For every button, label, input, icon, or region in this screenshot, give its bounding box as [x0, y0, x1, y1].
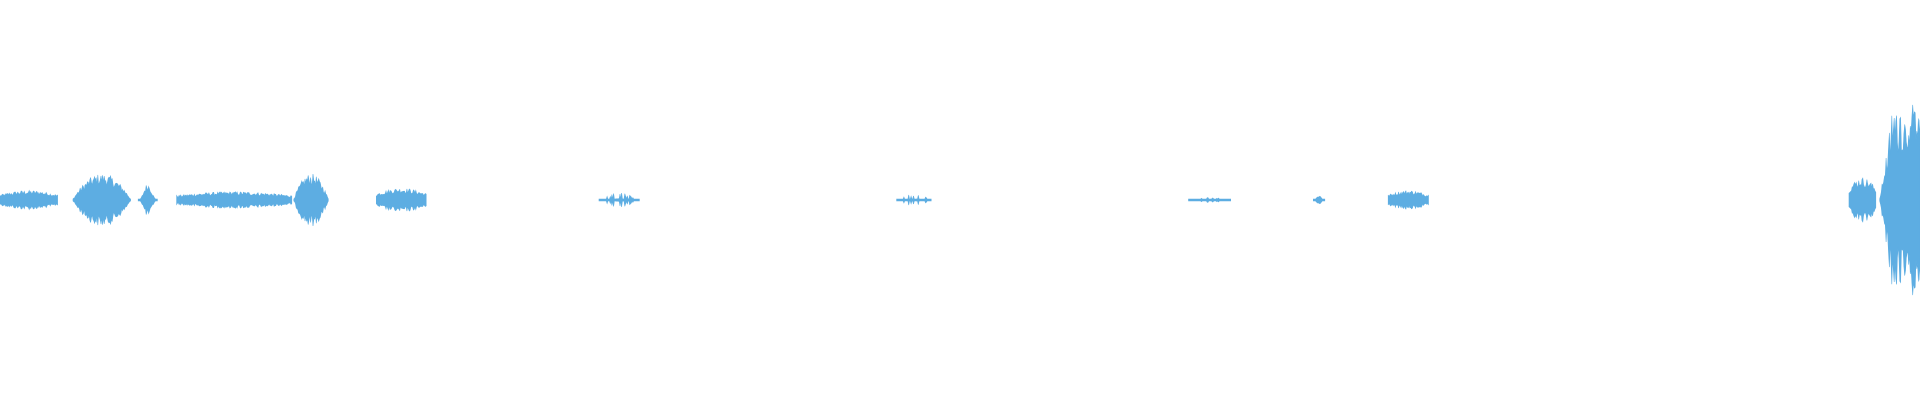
waveform-segment: [1879, 104, 1920, 296]
waveform-segment: [598, 193, 640, 207]
waveform-segment: [137, 185, 158, 215]
waveform-segment: [1313, 195, 1326, 205]
waveform-segment: [1848, 177, 1877, 223]
waveform-segment: [1188, 197, 1231, 203]
waveform-segment: [293, 173, 329, 227]
waveform-segment: [896, 194, 932, 206]
waveform-segment: [376, 188, 427, 212]
waveform-segment: [176, 191, 293, 209]
waveform-segment: [0, 189, 58, 211]
waveform-segment: [72, 174, 131, 226]
waveform-segment: [1387, 190, 1429, 210]
